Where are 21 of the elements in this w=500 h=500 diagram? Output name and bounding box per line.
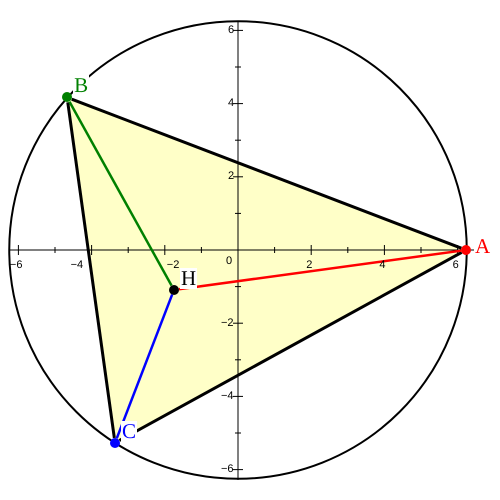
line-segment [116, 294, 174, 439]
tick-label: 4 [228, 98, 234, 110]
tick-label: −4 [221, 390, 234, 402]
tick-label: 2 [228, 171, 234, 182]
tick-label: 2 [306, 260, 312, 271]
tick-label: 0 [226, 256, 232, 267]
tick-label: −2 [166, 260, 180, 271]
line-segment [178, 249, 462, 290]
point-label: C [121, 420, 138, 442]
line-segment [66, 102, 116, 438]
line-segment [68, 101, 173, 286]
line-segment [71, 98, 462, 250]
line-segment [118, 251, 462, 442]
tick-label: −4 [70, 260, 84, 271]
tick-label: 6 [452, 260, 459, 271]
point-label: B [73, 75, 90, 96]
tick-label: −2 [221, 318, 234, 329]
tick-label: 4 [379, 260, 386, 271]
tick-label: 6 [228, 24, 234, 36]
tick-label: −6 [10, 260, 22, 271]
tick-label: −6 [221, 464, 234, 476]
